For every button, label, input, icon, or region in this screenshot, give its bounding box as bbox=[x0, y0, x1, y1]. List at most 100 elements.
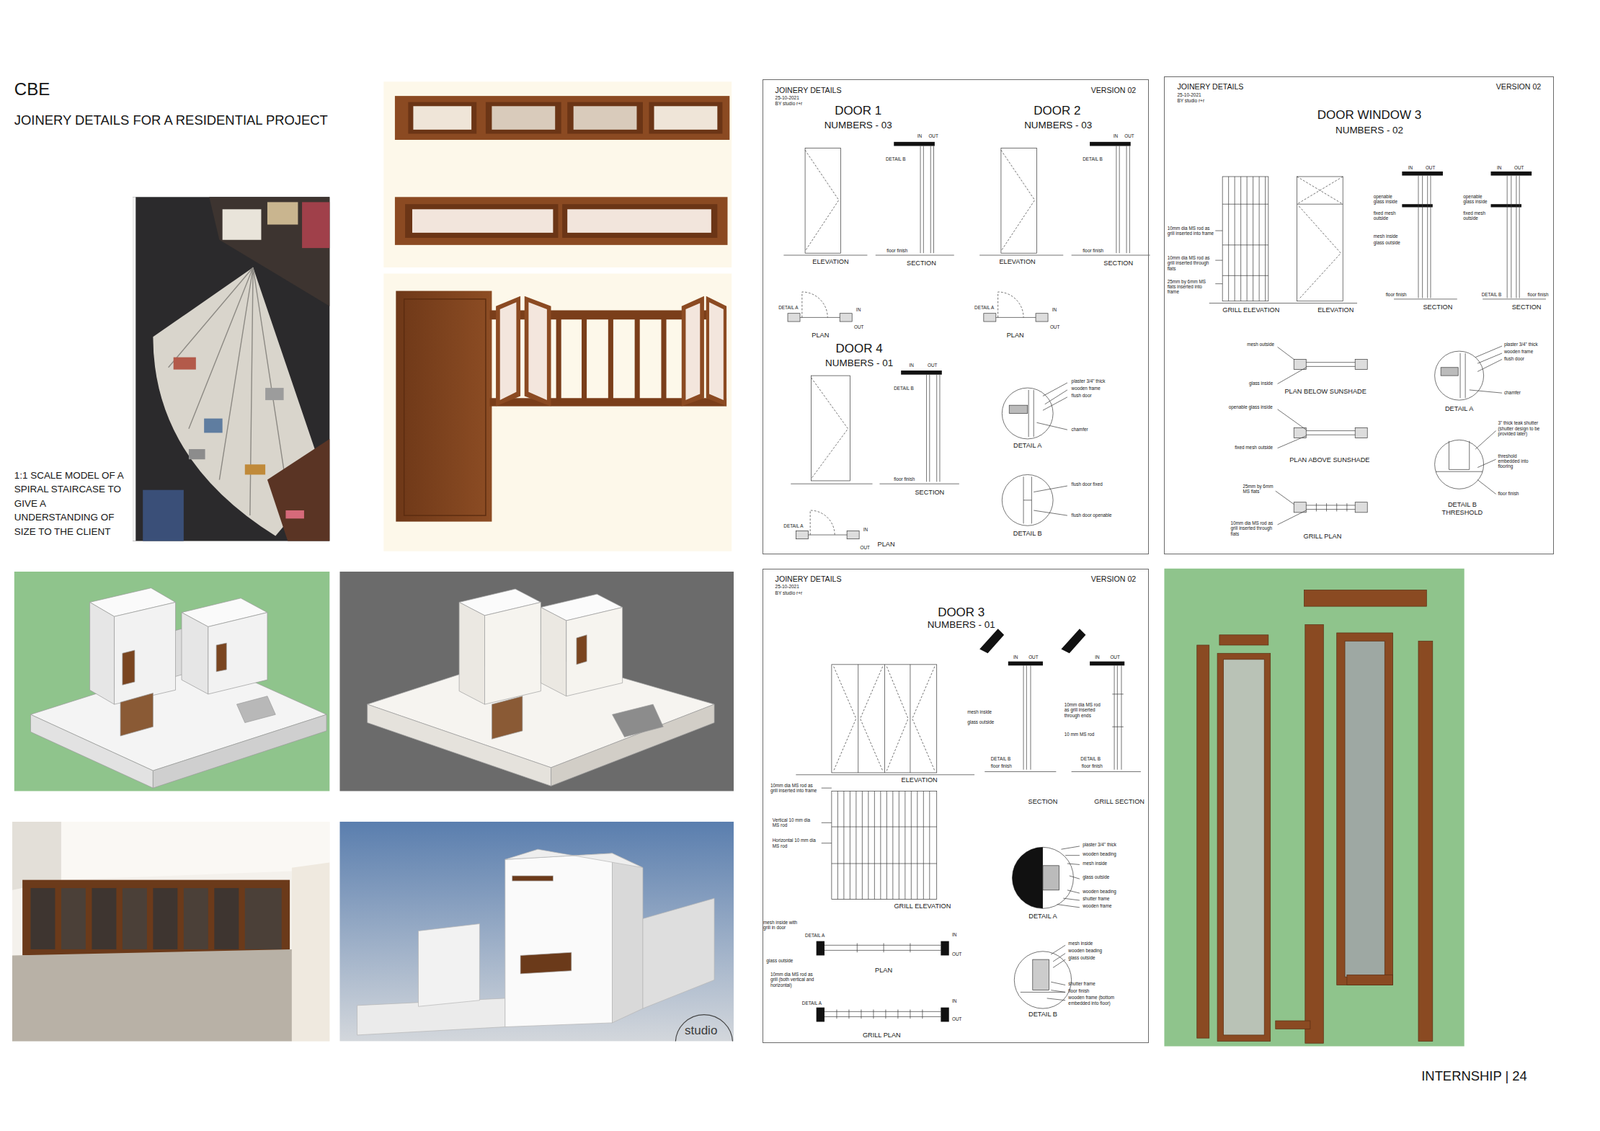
door-drawing bbox=[1060, 628, 1086, 653]
door-drawing bbox=[790, 483, 873, 485]
door-window-drawing bbox=[1354, 358, 1368, 370]
door-drawing bbox=[1009, 405, 1028, 413]
exploded-door-render bbox=[1336, 632, 1394, 986]
exploded-door-render bbox=[1347, 974, 1394, 985]
door-drawing bbox=[846, 530, 860, 539]
door-drawing bbox=[1071, 771, 1141, 772]
sheet-header: JOINERY DETAILS bbox=[775, 85, 842, 95]
view-label: PLAN bbox=[811, 331, 829, 340]
staircase-photo bbox=[301, 201, 330, 248]
staircase-photo bbox=[132, 196, 330, 541]
door-drawing bbox=[1028, 389, 1034, 437]
annotation: DETAIL B bbox=[885, 156, 906, 162]
door-drawing bbox=[800, 317, 840, 318]
window-render bbox=[22, 880, 290, 956]
sheet-note: BY studio r+r bbox=[775, 590, 803, 596]
door-drawing bbox=[831, 664, 937, 773]
sheet-note: 25-10-2021 bbox=[1176, 92, 1201, 98]
annotation: DETAIL A bbox=[974, 304, 994, 310]
exploded-door-render bbox=[1275, 1020, 1311, 1029]
annotation: wooden frame (bottom embedded into floor… bbox=[1068, 994, 1130, 1006]
door-window-drawing bbox=[1277, 346, 1356, 384]
view-label: ELEVATION bbox=[901, 776, 938, 785]
window-render bbox=[412, 209, 553, 233]
door-drawing bbox=[1032, 959, 1050, 990]
window-render bbox=[245, 887, 282, 950]
door-window-drawing bbox=[1163, 76, 1554, 555]
annotation: floor finish bbox=[886, 247, 908, 253]
sheet-note: BY studio r+r bbox=[775, 100, 803, 106]
door-drawing bbox=[805, 147, 842, 253]
door-window-render bbox=[500, 301, 517, 400]
door-drawing bbox=[762, 568, 1150, 1043]
door-window-drawing bbox=[1440, 367, 1459, 376]
door-window-render bbox=[660, 318, 666, 400]
window-render bbox=[383, 81, 732, 268]
staircase-photo bbox=[245, 464, 266, 475]
door-window-drawing bbox=[1491, 171, 1533, 176]
house-render bbox=[208, 612, 268, 695]
annotation: 25mm by 6mm MS flats bbox=[1242, 483, 1273, 495]
window-render bbox=[91, 887, 117, 950]
window-render bbox=[152, 887, 178, 950]
door-drawing bbox=[839, 313, 852, 322]
door-drawing bbox=[1023, 665, 1031, 770]
door-drawing bbox=[762, 568, 1150, 1043]
staircase-photo bbox=[267, 438, 330, 542]
house-render bbox=[576, 634, 587, 665]
sheet-header: JOINERY DETAILS bbox=[775, 574, 842, 584]
door-drawing bbox=[811, 375, 851, 481]
view-label: GRILL ELEVATION bbox=[893, 902, 951, 911]
view-label: DETAIL B THRESHOLD bbox=[1440, 500, 1484, 517]
view-label: SECTION bbox=[914, 488, 945, 497]
door-drawing bbox=[1001, 387, 1053, 439]
door-drawing bbox=[979, 141, 1150, 322]
view-label: DETAIL B bbox=[1013, 529, 1043, 538]
window-render bbox=[12, 949, 292, 1041]
door-drawing bbox=[783, 255, 868, 256]
house-render bbox=[418, 923, 480, 1007]
door-drawing bbox=[831, 790, 937, 899]
staircase-photo bbox=[285, 510, 304, 519]
door-window-drawing bbox=[1215, 230, 1223, 284]
door-window-render bbox=[404, 299, 486, 516]
door-drawing bbox=[1089, 661, 1125, 666]
door-drawing bbox=[824, 942, 941, 953]
door-window-drawing bbox=[1434, 439, 1484, 489]
window-render bbox=[12, 821, 330, 1041]
window-render bbox=[12, 821, 330, 1041]
annotation: IN bbox=[863, 526, 868, 532]
annotation: mesh inside bbox=[1373, 233, 1399, 239]
sheet-note: 25-10-2021 bbox=[775, 95, 800, 101]
house-render bbox=[122, 650, 135, 685]
window-render bbox=[567, 102, 643, 135]
annotation: mesh inside bbox=[1068, 940, 1093, 946]
house-render bbox=[14, 571, 330, 791]
annotation: OUT bbox=[1124, 133, 1134, 139]
annotation: floor finish bbox=[1497, 490, 1519, 496]
view-label: SECTION bbox=[1028, 797, 1059, 806]
door-drawing bbox=[1042, 865, 1060, 891]
house-render bbox=[181, 612, 209, 695]
view-label: PLAN bbox=[1006, 331, 1025, 340]
door-drawing bbox=[1033, 485, 1068, 516]
house-render bbox=[551, 704, 715, 786]
house-render bbox=[30, 659, 327, 771]
door-window-drawing bbox=[1354, 427, 1368, 438]
view-label: PLAN ABOVE SUNSHADE bbox=[1289, 456, 1370, 465]
door-drawing bbox=[920, 145, 934, 253]
annotation: 25mm by 6mm MS flats inserted into frame bbox=[1167, 278, 1215, 295]
annotation: DETAIL A bbox=[802, 1000, 822, 1006]
view-label: GRILL SECTION bbox=[1094, 797, 1145, 806]
annotation: DETAIL A bbox=[783, 523, 803, 529]
door-drawing bbox=[940, 1007, 949, 1022]
door-window-drawing bbox=[1401, 203, 1433, 207]
exploded-door-render bbox=[1197, 645, 1210, 1038]
annotation: 10mm dia MS rod as grill inserted into f… bbox=[770, 782, 820, 794]
door-window-drawing bbox=[1297, 176, 1344, 300]
staircase-photo bbox=[267, 201, 298, 225]
house-render bbox=[675, 1014, 733, 1042]
window-render bbox=[122, 887, 148, 950]
